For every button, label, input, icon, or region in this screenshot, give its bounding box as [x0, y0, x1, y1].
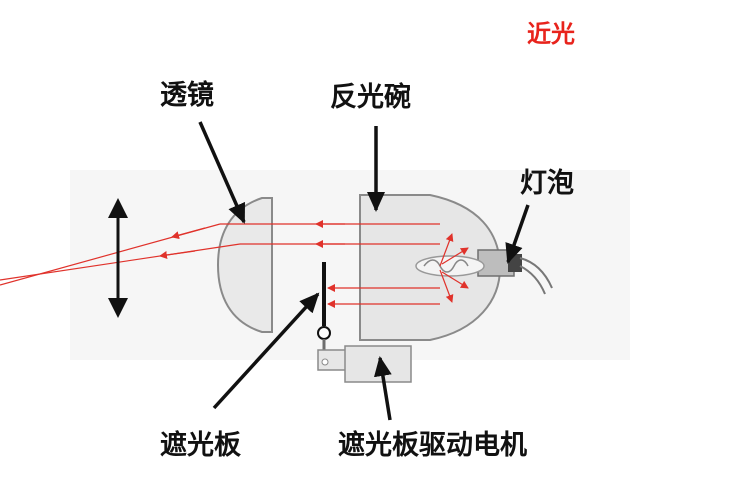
shield-motor-shape: [344, 345, 412, 383]
ray-exit: [0, 243, 241, 281]
bulb-wire: [519, 257, 553, 289]
shield-motor-label: 遮光板驱动电机: [338, 430, 527, 461]
lens-pointer: [198, 121, 246, 224]
ray-exit-arrow: [159, 250, 196, 259]
motor-pointer: [373, 356, 392, 421]
background-shadow: [70, 170, 630, 360]
shield-label: 遮光板: [160, 430, 241, 461]
lens-label: 透镜: [160, 80, 214, 111]
adjust-arrow-up: [108, 198, 128, 218]
ray-reflect: [441, 247, 469, 265]
motor-screw: [321, 358, 329, 366]
mode-label: 近光: [527, 20, 575, 48]
bulb-wire: [519, 265, 546, 295]
adjust-arrow-down: [108, 298, 128, 318]
bulb-filament: [423, 259, 469, 273]
bulb-glass: [415, 255, 485, 277]
shield-pointer: [212, 292, 320, 410]
bulb-pointer: [505, 204, 530, 264]
ray-exit-arrow: [171, 227, 206, 240]
ray-reflect: [439, 269, 454, 303]
ray-reflect: [439, 233, 454, 267]
reflector-label: 反光碗: [330, 82, 411, 113]
bulb-label: 灯泡: [520, 168, 574, 199]
ray-reflect: [441, 271, 469, 289]
shield-pivot: [317, 326, 331, 340]
